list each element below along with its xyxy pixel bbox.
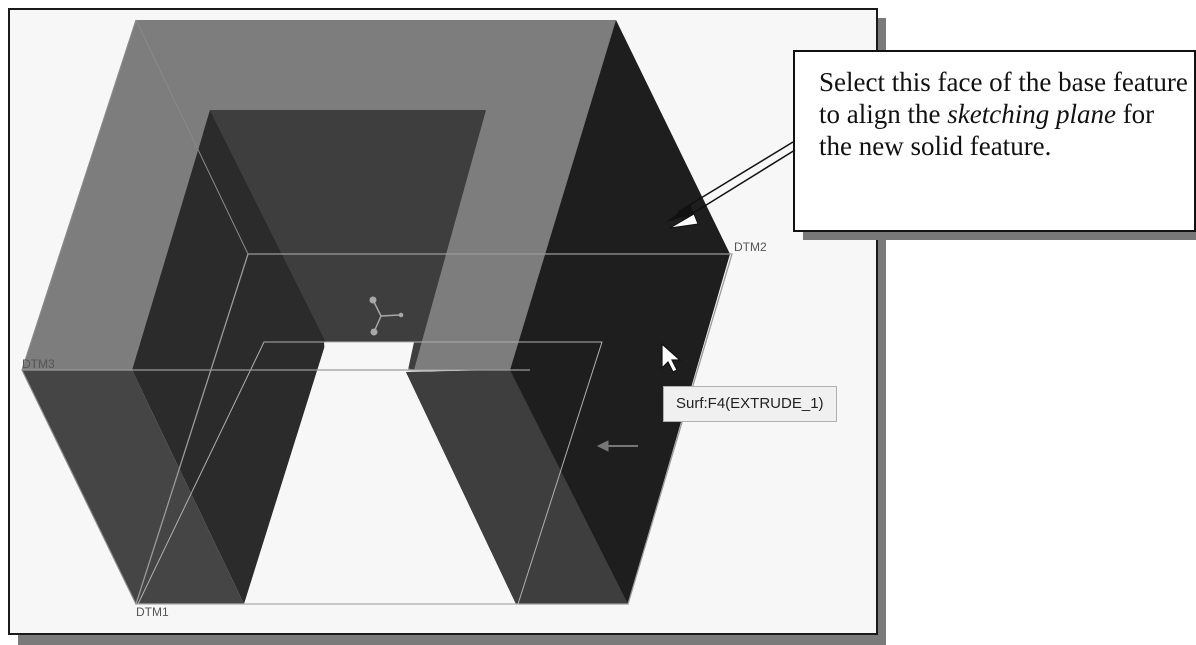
direction-arrow-icon xyxy=(596,440,638,452)
top-face-main[interactable] xyxy=(22,20,616,370)
callout-italic-text: sketching plane xyxy=(947,99,1116,129)
graphics-viewport[interactable]: DTM2 DTM3 DTM1 Surf:F4(EXTRUDE_1) xyxy=(8,8,878,635)
model-canvas[interactable]: DTM2 DTM3 DTM1 xyxy=(10,10,878,635)
surface-tooltip: Surf:F4(EXTRUDE_1) xyxy=(663,386,837,422)
datum-plane-inner xyxy=(137,341,603,605)
callout-text-2: for the new solid feature. xyxy=(819,99,1155,161)
datum-plane-dtm2[interactable] xyxy=(135,253,733,605)
inner-right-wall[interactable] xyxy=(406,370,628,604)
inner-left-wall[interactable] xyxy=(132,110,326,604)
hole-bottom xyxy=(244,342,516,604)
datum-label-dtm3: DTM3 xyxy=(22,357,55,371)
left-outer-face[interactable] xyxy=(22,370,244,604)
edge-line xyxy=(135,19,249,255)
datum-label-dtm1: DTM1 xyxy=(136,605,169,619)
mouse-cursor-icon xyxy=(661,342,682,373)
datum-plane-dtm1[interactable] xyxy=(21,19,137,605)
inner-back-wall[interactable] xyxy=(210,110,486,370)
coordinate-system-icon xyxy=(369,296,404,336)
datum-label-dtm2: DTM2 xyxy=(734,240,767,254)
instruction-callout: Select this face of the base feature to … xyxy=(793,50,1196,232)
callout-text-1: Select this face of the base feature to … xyxy=(819,67,1188,129)
